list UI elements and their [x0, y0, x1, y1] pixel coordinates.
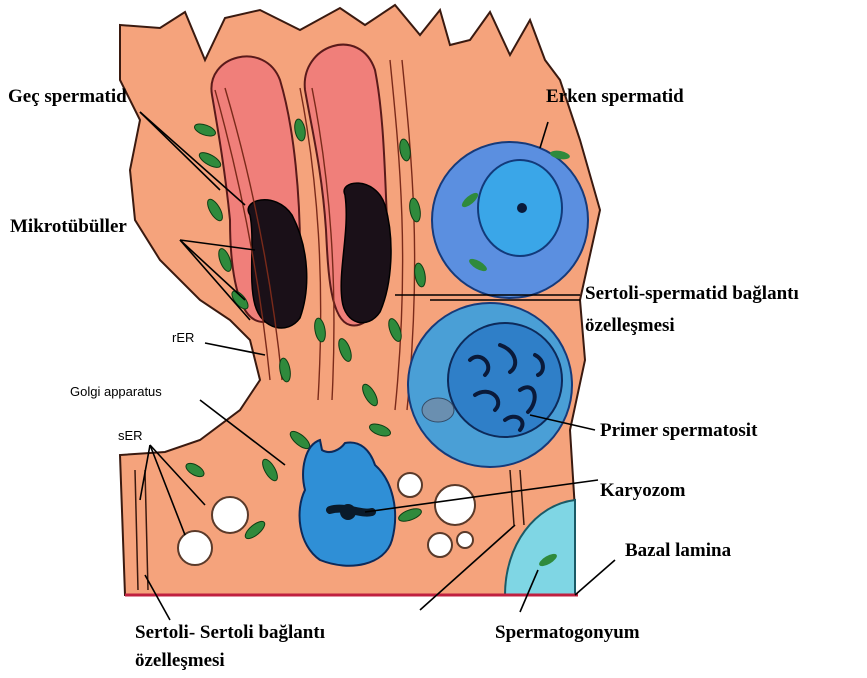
label-sertoli-sertoli-junction-1: Sertoli- Sertoli bağlantı — [135, 622, 325, 644]
label-rer: rER — [172, 330, 194, 345]
label-golgi: Golgi apparatus — [70, 384, 162, 399]
label-sertoli-sertoli-junction-2: özelleşmesi — [135, 650, 225, 672]
label-sertoli-spermatid-junction-2: özelleşmesi — [585, 315, 675, 337]
label-microtubules: Mikrotübüller — [10, 216, 127, 238]
label-sertoli-spermatid-junction-1: Sertoli-spermatid bağlantı — [585, 283, 799, 305]
label-basal-lamina: Bazal lamina — [625, 540, 731, 562]
label-karyosome: Karyozom — [600, 480, 685, 502]
label-ser: sER — [118, 428, 143, 443]
label-spermatogonium: Spermatogonyum — [495, 622, 640, 644]
label-early-spermatid: Erken spermatid — [546, 86, 684, 108]
label-primary-spermatocyte: Primer spermatosit — [600, 420, 757, 442]
primary-spermatocyte — [408, 303, 572, 467]
label-late-spermatid: Geç spermatid — [8, 86, 127, 108]
early-spermatid — [432, 142, 588, 298]
